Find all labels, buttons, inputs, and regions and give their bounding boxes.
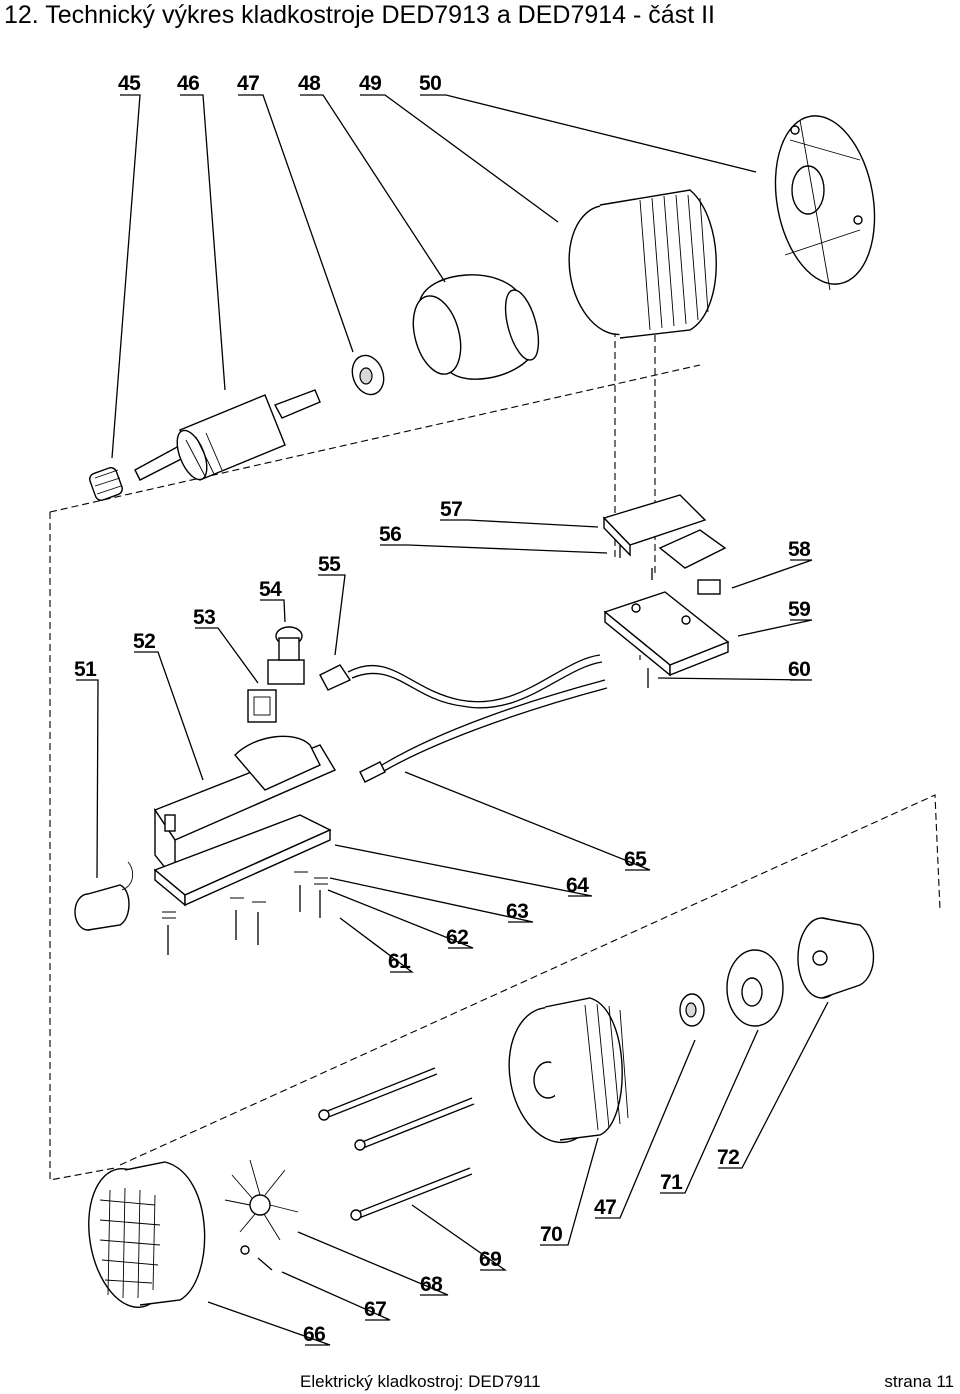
part-72-brake-disc [797, 917, 875, 999]
part-65-control-cable [359, 679, 608, 783]
screws [162, 545, 653, 955]
part-57-cover-plate [602, 494, 727, 569]
label-47: 47 [237, 72, 259, 95]
part-67-screw [240, 1245, 273, 1271]
label-62: 62 [446, 926, 468, 949]
label-65: 65 [624, 848, 647, 871]
label-47-lower: 47 [594, 1196, 616, 1219]
part-45-spring [89, 467, 123, 501]
part-63-base-plate [153, 814, 332, 907]
part-53-switch [247, 689, 277, 723]
label-50: 50 [419, 72, 441, 95]
label-57: 57 [440, 498, 462, 521]
part-49-stator-housing [568, 189, 717, 339]
label-58: 58 [788, 538, 811, 561]
label-51: 51 [74, 658, 97, 681]
part-47-bearing-bottom [679, 993, 705, 1027]
part-68-fan [224, 1159, 299, 1241]
part-59-terminal-box [603, 591, 730, 677]
part-47-bearing-top [351, 354, 385, 396]
label-68: 68 [420, 1273, 443, 1296]
label-67: 67 [364, 1298, 386, 1321]
footer-product-name: Elektrický kladkostroj: DED7911 [300, 1372, 541, 1391]
label-46: 46 [177, 72, 199, 95]
label-54: 54 [259, 578, 282, 601]
label-63: 63 [506, 900, 528, 923]
part-52-terminal-housing [153, 735, 337, 882]
part-labels: 45 46 47 48 49 50 51 52 53 54 55 56 57 5… [74, 72, 812, 1346]
part-48-stator-winding [412, 274, 540, 380]
part-55-power-cable [319, 654, 603, 709]
label-53: 53 [193, 606, 215, 629]
part-71-washer [726, 949, 784, 1027]
part-51-capacitor [74, 861, 134, 931]
leader-lines [76, 94, 829, 1346]
part-58-block [697, 579, 721, 595]
label-48: 48 [298, 72, 321, 95]
label-69: 69 [479, 1248, 501, 1271]
part-50-end-cover [774, 115, 876, 291]
label-55: 55 [318, 553, 341, 576]
label-52: 52 [133, 630, 155, 653]
label-71: 71 [660, 1171, 683, 1194]
label-64: 64 [566, 874, 589, 897]
label-49: 49 [359, 72, 381, 95]
part-66-fan-cover [88, 1161, 206, 1308]
label-61: 61 [388, 950, 411, 973]
label-70: 70 [540, 1223, 562, 1246]
label-60: 60 [788, 658, 810, 681]
label-56: 56 [379, 523, 401, 546]
label-59: 59 [788, 598, 810, 621]
part-46-rotor [134, 389, 321, 481]
part-54-button [267, 626, 305, 685]
label-45: 45 [118, 72, 141, 95]
page-title: 12. Technický výkres kladkostroje DED791… [4, 1, 715, 29]
label-72: 72 [717, 1146, 739, 1169]
label-66: 66 [303, 1323, 325, 1346]
footer-page-number: strana 11 [884, 1372, 954, 1391]
part-69-long-bolts [318, 1067, 475, 1221]
part-70-rear-shield [508, 997, 629, 1144]
